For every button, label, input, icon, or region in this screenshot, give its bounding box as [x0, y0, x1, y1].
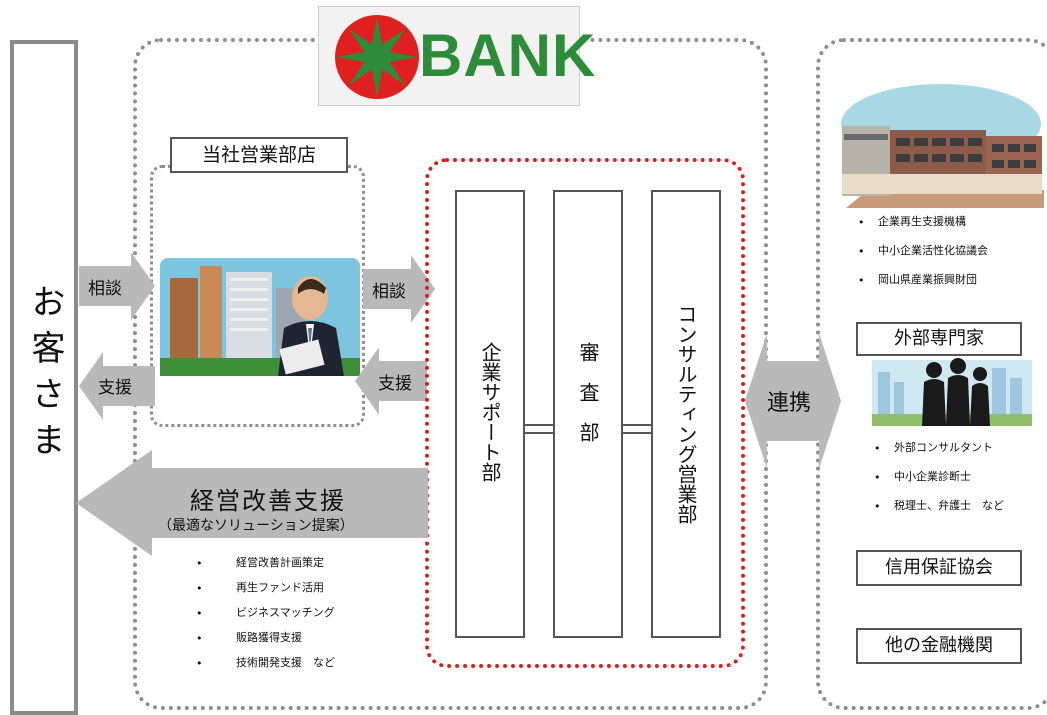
bullet-icon: • — [196, 632, 203, 645]
partner-org: 中小企業活性化協議会 — [878, 244, 988, 257]
dept-consulting-sales-label: コンサルティング営業部 — [674, 304, 698, 524]
bullet-icon: • — [858, 274, 865, 287]
partner-org: 企業再生支援機構 — [878, 215, 966, 228]
customer-label: お客さま — [25, 284, 65, 468]
support-arrow-right — [355, 347, 427, 415]
bank-logo-text: BANK — [419, 22, 597, 89]
improvement-item: 販路獲得支援 — [236, 631, 302, 644]
other-banks-label: 他の金融機関 — [856, 628, 1022, 664]
customer-box: お客さま — [10, 40, 78, 715]
dept-connector-2 — [623, 424, 651, 434]
departments-container — [425, 158, 745, 668]
dept-connector-1 — [525, 424, 553, 434]
support-label-left: 支援 — [98, 378, 132, 398]
branch-businessman-image — [160, 258, 360, 376]
expert-item: 外部コンサルタント — [894, 441, 993, 454]
experts-silhouette-image — [872, 358, 1032, 426]
bullet-icon: • — [874, 500, 881, 513]
bullet-icon: • — [196, 582, 203, 595]
dept-credit-review-label: 審 査 部 — [576, 342, 600, 442]
support-label-right: 支援 — [378, 374, 412, 394]
improvement-item: 経営改善計画策定 — [236, 556, 324, 569]
consult-label-right: 相談 — [372, 282, 406, 302]
experts-label: 外部専門家 — [856, 322, 1022, 356]
link-arrow — [745, 333, 841, 469]
bullet-icon: • — [196, 657, 203, 670]
improvement-title: 経営改善支援 — [190, 487, 346, 515]
dept-corporate-support: 企業サポート部 — [455, 190, 525, 638]
support-arrow-left — [79, 352, 155, 420]
credit-guarantee-label: 信用保証協会 — [856, 550, 1022, 586]
expert-item: 中小企業診断士 — [894, 470, 971, 483]
bullet-icon: • — [858, 245, 865, 258]
link-label: 連携 — [767, 391, 812, 416]
improvement-item: 技術開発支援 など — [236, 656, 335, 669]
improvement-subtitle: （最適なソリューション提案） — [158, 518, 354, 534]
bullet-icon: • — [858, 216, 865, 229]
dept-corporate-support-label: 企業サポート部 — [478, 342, 502, 482]
bullet-icon: • — [874, 442, 881, 455]
bullet-icon: • — [196, 557, 203, 570]
consult-arrow-left — [79, 252, 155, 320]
branch-label: 当社営業部店 — [170, 137, 348, 173]
improvement-arrow — [76, 450, 428, 556]
improvement-item: ビジネスマッチング — [236, 606, 335, 619]
partner-building-image — [841, 84, 1044, 208]
dept-consulting-sales: コンサルティング営業部 — [651, 190, 721, 638]
partner-org: 岡山県産業振興財団 — [878, 273, 977, 286]
bank-logo-star-icon — [335, 15, 419, 99]
bank-logo: BANK — [318, 6, 595, 106]
improvement-item: 再生ファンド活用 — [236, 581, 324, 594]
dept-credit-review: 審 査 部 — [553, 190, 623, 638]
bullet-icon: • — [874, 471, 881, 484]
consult-arrow-right — [363, 255, 435, 323]
consult-label-left: 相談 — [88, 279, 122, 299]
bullet-icon: • — [196, 607, 203, 620]
expert-item: 税理士、弁護士 など — [894, 499, 1004, 512]
